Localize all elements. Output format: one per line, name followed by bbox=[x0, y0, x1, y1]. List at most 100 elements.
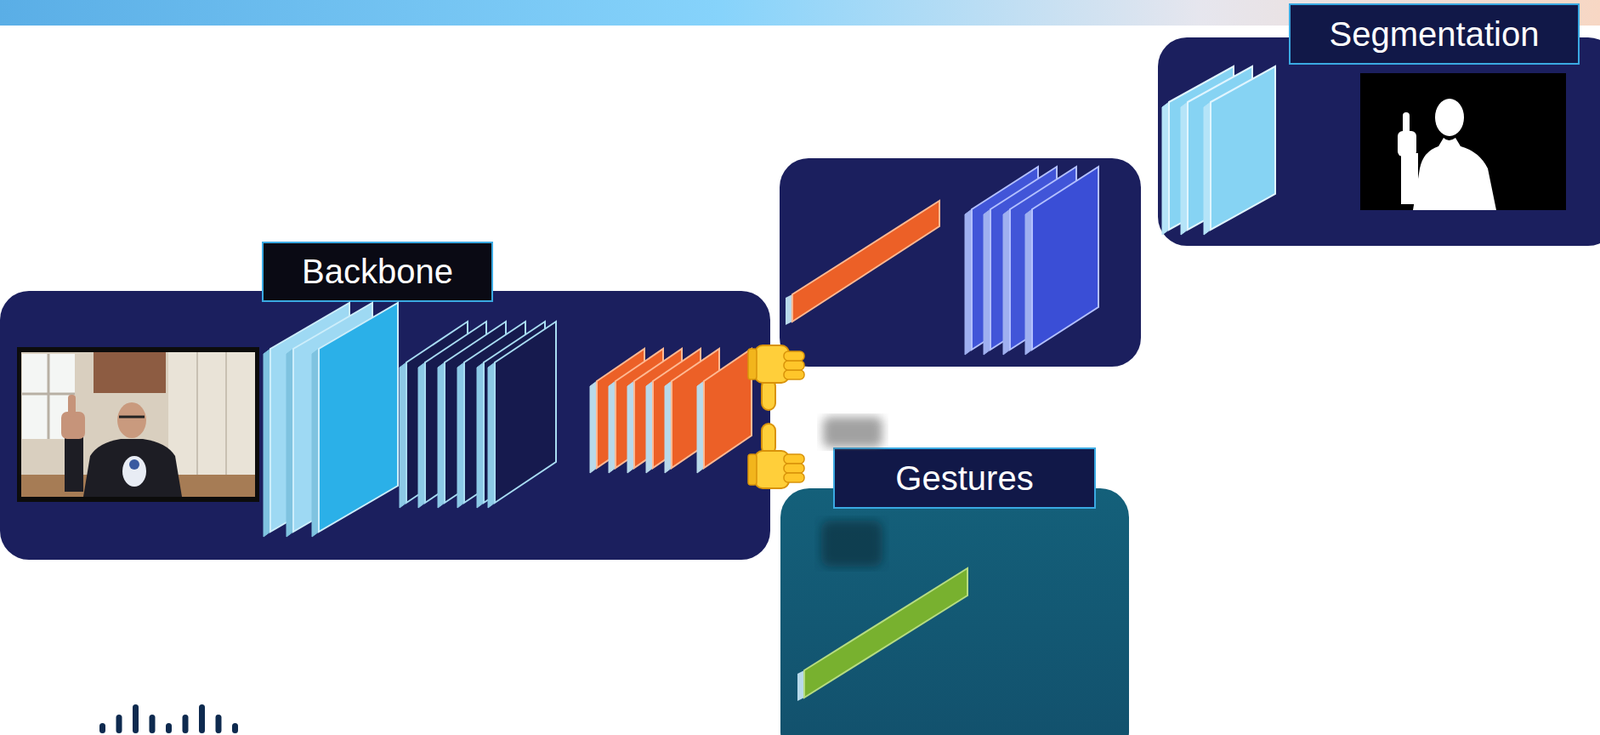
logo-bar bbox=[198, 703, 205, 733]
photo-arm bbox=[64, 431, 84, 492]
panel-box: Segmentation bbox=[1157, 37, 1600, 246]
layer-edge bbox=[608, 380, 616, 473]
photo-window bbox=[22, 353, 75, 439]
layer-edge bbox=[418, 362, 426, 508]
layer-slab bbox=[270, 302, 350, 532]
thumb-knuckle bbox=[783, 369, 805, 380]
layer-slab bbox=[652, 348, 701, 468]
decoder-layers bbox=[1162, 66, 1276, 235]
photo-hand bbox=[61, 411, 86, 439]
panel-heading: Backbone bbox=[261, 241, 494, 302]
layer-slab bbox=[990, 166, 1057, 350]
mask-arm bbox=[1401, 153, 1419, 205]
layer-slab bbox=[483, 321, 545, 503]
mask-hand bbox=[1397, 130, 1417, 157]
thumb-knuckle bbox=[783, 360, 805, 370]
panel-box: Backbone bbox=[0, 290, 771, 560]
company-logo bbox=[99, 703, 239, 733]
photo-glasses bbox=[119, 415, 145, 419]
layer-edge bbox=[1025, 209, 1033, 355]
layer-slab bbox=[1168, 66, 1234, 230]
layer-slab bbox=[318, 302, 398, 532]
logo-bar bbox=[132, 703, 139, 733]
layer-edge bbox=[1003, 209, 1010, 355]
ghost-thumb bbox=[821, 520, 883, 567]
layer-edge bbox=[697, 380, 704, 473]
photo-head bbox=[117, 402, 147, 438]
thumb-cuff bbox=[748, 348, 757, 380]
head-panel bbox=[779, 158, 1141, 367]
layer-edge bbox=[646, 380, 653, 473]
layer-slab bbox=[596, 348, 645, 468]
layer-edge bbox=[487, 362, 495, 508]
layer-edge bbox=[1180, 102, 1188, 235]
panel-heading: Segmentation bbox=[1288, 3, 1580, 65]
feature-vector bbox=[792, 200, 940, 322]
mask-thumb bbox=[1402, 112, 1410, 135]
segmentation-mask bbox=[1360, 73, 1566, 210]
layer-edge bbox=[1162, 102, 1169, 235]
layer-slab bbox=[1210, 66, 1276, 230]
ghost-thumb bbox=[822, 416, 883, 448]
layer-slab bbox=[671, 348, 720, 468]
layer-slab bbox=[703, 348, 752, 468]
thumb-knuckle bbox=[783, 453, 805, 464]
thumb-cuff bbox=[748, 453, 757, 485]
layer-edge bbox=[437, 362, 445, 508]
layer-slab bbox=[1187, 66, 1253, 230]
photo-table bbox=[21, 474, 256, 497]
photo-window-bar bbox=[47, 353, 51, 439]
webcam-photo bbox=[17, 346, 260, 502]
mask-head bbox=[1435, 98, 1464, 137]
layer-edge bbox=[399, 362, 407, 508]
logo-bar bbox=[99, 722, 106, 733]
layer-slab bbox=[425, 321, 487, 503]
logo-bar bbox=[215, 714, 222, 733]
mask-background bbox=[1360, 73, 1566, 210]
photo-bricks bbox=[93, 351, 166, 393]
photo-thumb bbox=[68, 394, 76, 417]
layer-edge bbox=[627, 380, 635, 473]
conv-layers bbox=[590, 348, 752, 473]
layer-slab bbox=[615, 348, 664, 468]
layer-edge bbox=[590, 380, 597, 473]
feature-vector bbox=[804, 567, 968, 698]
feature-vector bbox=[785, 294, 793, 325]
layer-slab bbox=[1009, 166, 1077, 350]
head-layers bbox=[785, 166, 1099, 355]
thumb-knuckle bbox=[783, 351, 805, 361]
layer-edge bbox=[286, 348, 294, 537]
photo-frame bbox=[17, 346, 260, 502]
layer-edge bbox=[983, 209, 991, 355]
layer-edge bbox=[457, 362, 465, 508]
thumb-knuckle bbox=[783, 463, 805, 473]
photo-astronaut-visor bbox=[129, 459, 140, 470]
layer-slab bbox=[293, 302, 373, 532]
logo-bar bbox=[232, 722, 239, 733]
panel-heading: Gestures bbox=[833, 447, 1096, 509]
thumb-finger bbox=[761, 423, 776, 454]
layer-slab bbox=[971, 166, 1039, 350]
layer-edge bbox=[263, 348, 271, 537]
conv-layers bbox=[399, 321, 557, 508]
layer-slab bbox=[1032, 166, 1099, 350]
thumb-fist bbox=[754, 345, 789, 383]
feature-vector bbox=[797, 669, 805, 701]
photo-torso bbox=[83, 438, 182, 497]
layer-slab bbox=[444, 321, 506, 503]
layer-slab bbox=[494, 321, 557, 503]
photo-cabinet-line bbox=[225, 351, 227, 497]
layer-slab bbox=[634, 348, 682, 468]
layer-edge bbox=[312, 348, 319, 537]
thumb-knuckle bbox=[783, 472, 805, 483]
gesture-head bbox=[797, 567, 968, 701]
mask-silhouette bbox=[1412, 137, 1497, 210]
panel-box: Gestures bbox=[780, 487, 1130, 735]
photo-astronaut bbox=[122, 455, 147, 487]
thumbs-down-icon bbox=[748, 345, 805, 410]
thumbs-up-icon bbox=[748, 423, 805, 488]
thumb-finger bbox=[761, 379, 776, 410]
